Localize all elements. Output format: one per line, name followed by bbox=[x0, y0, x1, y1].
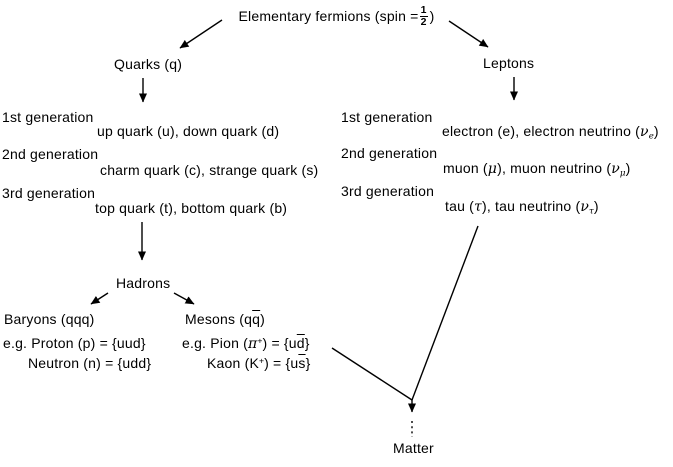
arrow-hadrons-to-baryons bbox=[90, 292, 109, 305]
meson-example-kaon: Kaon (K+) = {us} bbox=[207, 355, 311, 371]
baryon-example-proton: e.g. Proton (p) = {uud} bbox=[3, 335, 146, 351]
line-leptons-to-matter bbox=[411, 225, 479, 401]
lepton-gen2-particles: muon (μ), muon neutrino (νμ) bbox=[443, 160, 631, 179]
quark-gen1-particles: up quark (u), down quark (d) bbox=[97, 123, 280, 139]
mesons-label: Mesons (qq) bbox=[185, 311, 266, 327]
quark-gen2-label: 2nd generation bbox=[2, 146, 99, 162]
lepton-gen1-particles: electron (e), electron neutrino (νe) bbox=[442, 123, 659, 142]
arrow-hadrons-to-mesons bbox=[173, 292, 195, 305]
quark-gen3-label: 3rd generation bbox=[2, 185, 96, 201]
quark-gen2-particles: charm quark (c), strange quark (s) bbox=[100, 162, 319, 178]
line-mesons-to-matter bbox=[331, 347, 413, 401]
quark-gen3-particles: top quark (t), bottom quark (b) bbox=[95, 200, 288, 216]
lepton-gen3-label: 3rd generation bbox=[341, 183, 435, 199]
meson-example-pion: e.g. Pion (π+) = {ud} bbox=[182, 335, 310, 352]
lepton-gen2-label: 2nd generation bbox=[341, 145, 438, 161]
quarks-label: Quarks (q) bbox=[114, 56, 183, 72]
hadrons-label: Hadrons bbox=[116, 275, 171, 291]
quark-gen1-label: 1st generation bbox=[2, 109, 94, 125]
leptons-label: Leptons bbox=[483, 55, 535, 71]
lepton-gen1-label: 1st generation bbox=[341, 109, 433, 125]
lepton-gen3-particles: tau (τ), tau neutrino (ντ) bbox=[445, 198, 599, 217]
baryons-label: Baryons (qqq) bbox=[4, 311, 95, 327]
baryon-example-neutron: Neutron (n) = {udd} bbox=[28, 355, 152, 371]
matter-label: Matter bbox=[393, 440, 434, 456]
